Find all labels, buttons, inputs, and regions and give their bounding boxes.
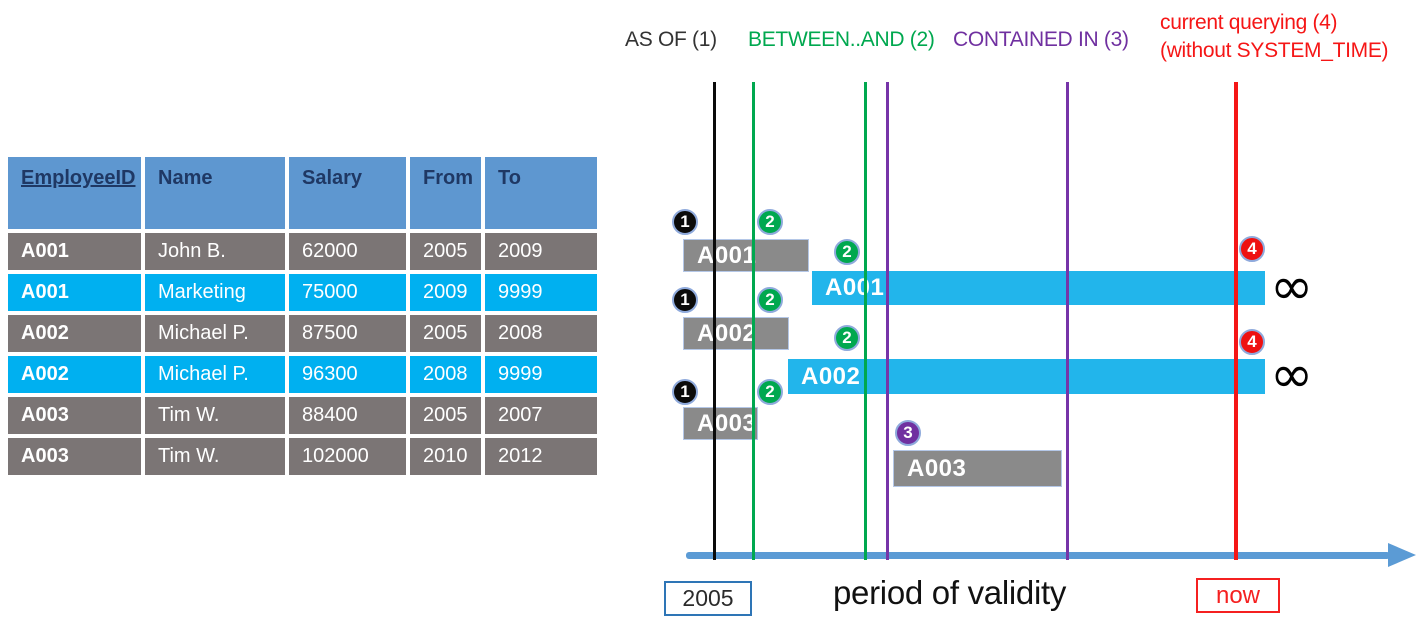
legend-as-of: AS OF (1) <box>625 28 717 51</box>
bar-label: A001 <box>697 241 757 269</box>
col-header-to: To <box>485 157 597 229</box>
table-row: A001 John B. 62000 2005 2009 <box>8 233 597 270</box>
cell-name: Tim W. <box>145 397 285 434</box>
col-header-name: Name <box>145 157 285 229</box>
bar-label: A001 <box>825 274 885 301</box>
bar-label: A002 <box>801 362 861 390</box>
table-row: A002 Michael P. 87500 2005 2008 <box>8 315 597 352</box>
legend-between-and: BETWEEN..AND (2) <box>748 28 935 51</box>
cell-name: Michael P. <box>145 315 285 352</box>
axis-title: period of validity <box>833 574 1067 611</box>
bar-a002-2008-open: A002 <box>788 359 1265 394</box>
legend-current-querying-line2: (without SYSTEM_TIME) <box>1160 39 1389 62</box>
between-and-start-line <box>752 82 755 560</box>
cell-to: 9999 <box>485 356 597 393</box>
cell-salary: 102000 <box>289 438 406 475</box>
badge-2: 2 <box>757 287 783 313</box>
cell-employeeid: A002 <box>8 315 141 352</box>
cell-from: 2005 <box>410 233 481 270</box>
timeline-axis <box>686 552 1390 559</box>
table-row-highlighted: A001 Marketing 75000 2009 9999 <box>8 274 597 311</box>
bar-a001-2005-2009: A001 <box>683 239 809 272</box>
infinity-icon: ∞ <box>1270 257 1314 317</box>
cell-from: 2005 <box>410 397 481 434</box>
between-and-end-line <box>864 82 867 560</box>
badge-1: 1 <box>672 379 698 405</box>
badge-2: 2 <box>757 209 783 235</box>
axis-now-box: now <box>1196 578 1280 613</box>
badge-3: 3 <box>895 420 921 446</box>
table-row-highlighted: A002 Michael P. 96300 2008 9999 <box>8 356 597 393</box>
cell-salary: 62000 <box>289 233 406 270</box>
cell-from: 2009 <box>410 274 481 311</box>
axis-start-year-box: 2005 <box>664 581 752 616</box>
cell-from: 2010 <box>410 438 481 475</box>
badge-1: 1 <box>672 209 698 235</box>
badge-2: 2 <box>757 379 783 405</box>
badge-1: 1 <box>672 287 698 313</box>
cell-salary: 88400 <box>289 397 406 434</box>
legend-current-querying-line1: current querying (4) <box>1160 11 1338 34</box>
cell-name: Tim W. <box>145 438 285 475</box>
cell-name: Marketing <box>145 274 285 311</box>
cell-salary: 96300 <box>289 356 406 393</box>
badge-4: 4 <box>1239 329 1265 355</box>
cell-employeeid: A001 <box>8 233 141 270</box>
bar-a001-2009-open: A001 <box>812 271 1265 305</box>
legend-current-querying: current querying (4) (without SYSTEM_TIM… <box>1160 9 1389 65</box>
cell-to: 2009 <box>485 233 597 270</box>
cell-name: Michael P. <box>145 356 285 393</box>
badge-2: 2 <box>834 239 860 265</box>
bar-label: A002 <box>697 319 757 347</box>
contained-in-end-line <box>1066 82 1069 560</box>
cell-employeeid: A001 <box>8 274 141 311</box>
cell-name: John B. <box>145 233 285 270</box>
col-header-from: From <box>410 157 481 229</box>
col-header-salary: Salary <box>289 157 406 229</box>
contained-in-start-line <box>886 82 889 560</box>
badge-4: 4 <box>1239 236 1265 262</box>
col-header-employeeid: EmployeeID <box>8 157 141 229</box>
bar-a002-2005-2008: A002 <box>683 317 789 350</box>
bar-label: A003 <box>697 409 757 437</box>
as-of-line <box>713 82 716 560</box>
badge-2: 2 <box>834 325 860 351</box>
cell-salary: 87500 <box>289 315 406 352</box>
bar-a003-2005-2007: A003 <box>683 407 758 440</box>
employeeid-label: EmployeeID <box>21 167 136 189</box>
cell-from: 2008 <box>410 356 481 393</box>
cell-to: 9999 <box>485 274 597 311</box>
timeline-arrowhead-icon <box>1388 543 1416 567</box>
cell-to: 2008 <box>485 315 597 352</box>
bar-label: A003 <box>907 454 967 482</box>
cell-to: 2012 <box>485 438 597 475</box>
cell-to: 2007 <box>485 397 597 434</box>
legend-contained-in: CONTAINED IN (3) <box>953 28 1129 51</box>
table-row: A003 Tim W. 102000 2010 2012 <box>8 438 597 475</box>
cell-employeeid: A002 <box>8 356 141 393</box>
cell-salary: 75000 <box>289 274 406 311</box>
cell-employeeid: A003 <box>8 438 141 475</box>
table-row: A003 Tim W. 88400 2005 2007 <box>8 397 597 434</box>
bar-a003-2010-2012: A003 <box>893 450 1062 487</box>
now-line <box>1234 82 1238 560</box>
table-header-row: EmployeeID Name Salary From To <box>8 157 597 229</box>
employee-history-table: EmployeeID Name Salary From To A001 John… <box>4 153 601 479</box>
cell-employeeid: A003 <box>8 397 141 434</box>
cell-from: 2005 <box>410 315 481 352</box>
infinity-icon: ∞ <box>1270 345 1314 405</box>
